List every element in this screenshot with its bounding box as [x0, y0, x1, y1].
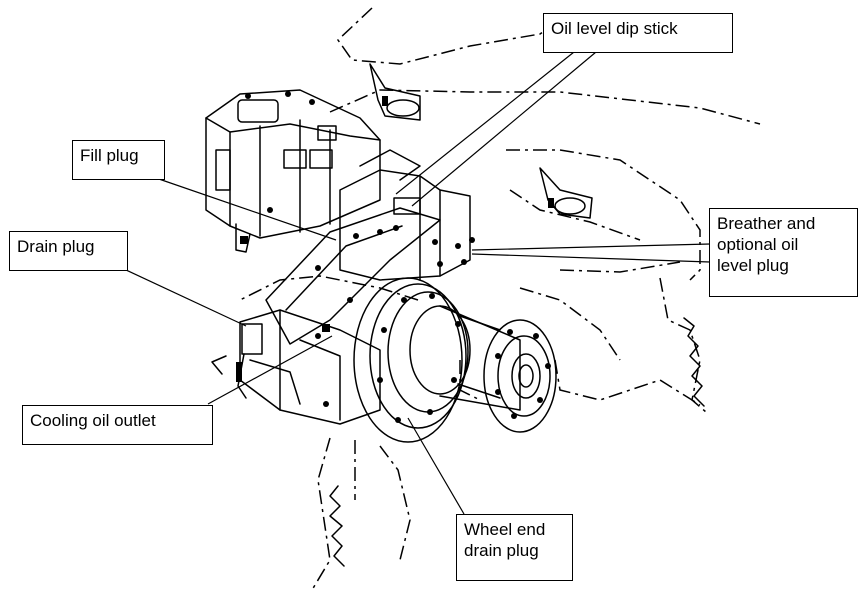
leader-oil-level-dip-stick: [411, 51, 597, 207]
callout-breather-and-oil-level-plug: Breather and optional oil level plug: [709, 208, 858, 297]
lower-housing: [211, 309, 381, 425]
motor-housing: [205, 89, 381, 253]
break-lines: [329, 317, 705, 567]
callout-oil-level-dip-stick: Oil level dip stick: [543, 13, 733, 53]
leader-cooling-oil-outlet: [207, 335, 333, 405]
leader-fill-plug: [155, 177, 337, 241]
callout-cooling-oil-outlet: Cooling oil outlet: [22, 405, 213, 445]
leader-oil-level-dip-stick-2: [395, 51, 575, 195]
frame-crossmember: [369, 63, 593, 219]
leader-breather-1: [471, 243, 711, 251]
callout-drain-plug: Drain plug: [9, 231, 128, 271]
mounting-bracket: [265, 207, 441, 345]
chassis-frame-outline: [239, 7, 761, 591]
gearbox-housing: [339, 149, 475, 281]
wheel-hub: [353, 277, 557, 443]
leader-drain-plug: [125, 269, 247, 327]
leader-lines: [125, 51, 711, 515]
leader-wheel-end-drain-plug: [407, 417, 465, 515]
leader-breather-2: [471, 253, 711, 263]
callout-fill-plug: Fill plug: [72, 140, 165, 180]
callout-wheel-end-drain-plug: Wheel end drain plug: [456, 514, 573, 581]
